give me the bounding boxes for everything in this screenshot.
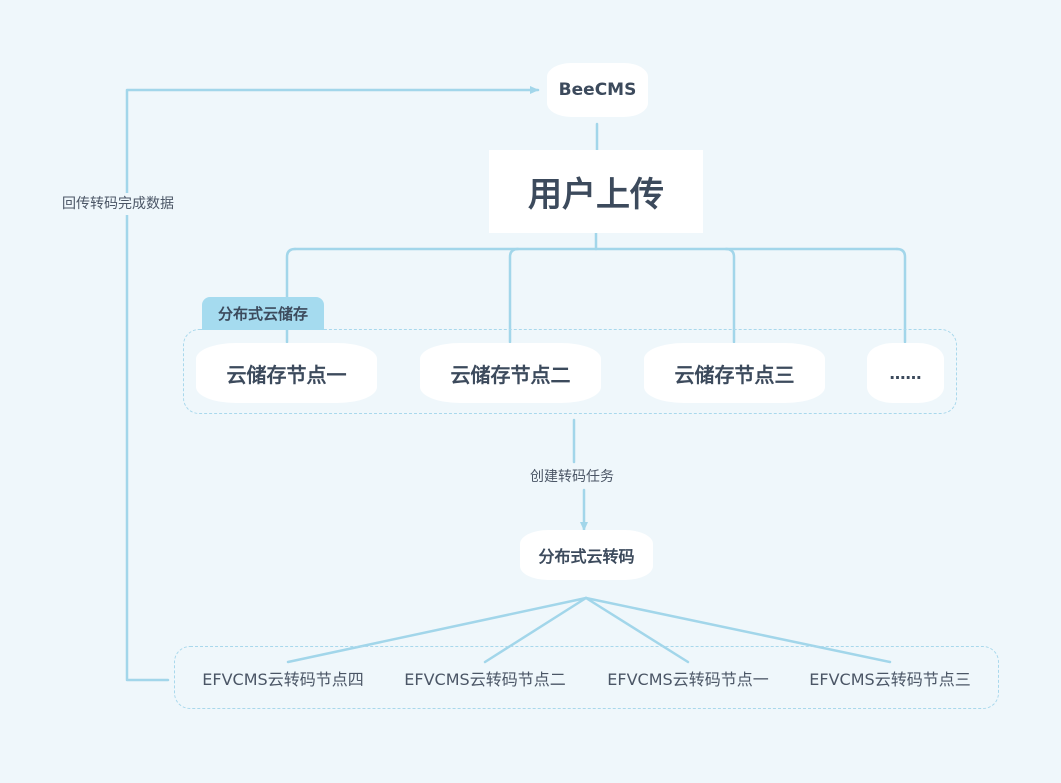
storage-node-more: …… — [867, 343, 944, 403]
transcode-leaf-3: EFVCMS云转码节点一 — [607, 670, 769, 689]
storage-node-2: 云储存节点二 — [420, 343, 601, 403]
transcode-node: 分布式云转码 — [520, 530, 653, 580]
edge-to-storage-node-1 — [285, 247, 297, 344]
edge-feedback-loop — [125, 86, 540, 682]
transcode-leaf-4: EFVCMS云转码节点三 — [809, 670, 971, 689]
beecms-node: BeeCMS — [547, 63, 648, 117]
transcode-leaves-box — [174, 646, 999, 709]
edge-to-storage-node-4 — [895, 247, 907, 344]
create-task-label: 创建转码任务 — [530, 469, 614, 485]
edge-transcode-to-leaf-4 — [584, 596, 892, 664]
edge-transcode-to-leaf-1 — [286, 596, 588, 664]
edge-transcode-to-leaf-3 — [584, 596, 690, 664]
transcode-leaf-2: EFVCMS云转码节点二 — [404, 670, 566, 689]
storage-node-3: 云储存节点三 — [644, 343, 825, 403]
edge-to-storage-node-3 — [724, 247, 736, 344]
upload-root-node: 用户上传 — [489, 150, 703, 233]
edge-to-storage-node-2 — [508, 247, 520, 344]
feedback-label: 回传转码完成数据 — [58, 193, 178, 215]
edge-transcode-to-leaf-2 — [483, 596, 588, 664]
storage-group-tag: 分布式云储存 — [202, 297, 324, 330]
transcode-leaf-1: EFVCMS云转码节点四 — [202, 670, 364, 689]
storage-node-1: 云储存节点一 — [196, 343, 377, 403]
storage-group-box — [183, 329, 957, 414]
